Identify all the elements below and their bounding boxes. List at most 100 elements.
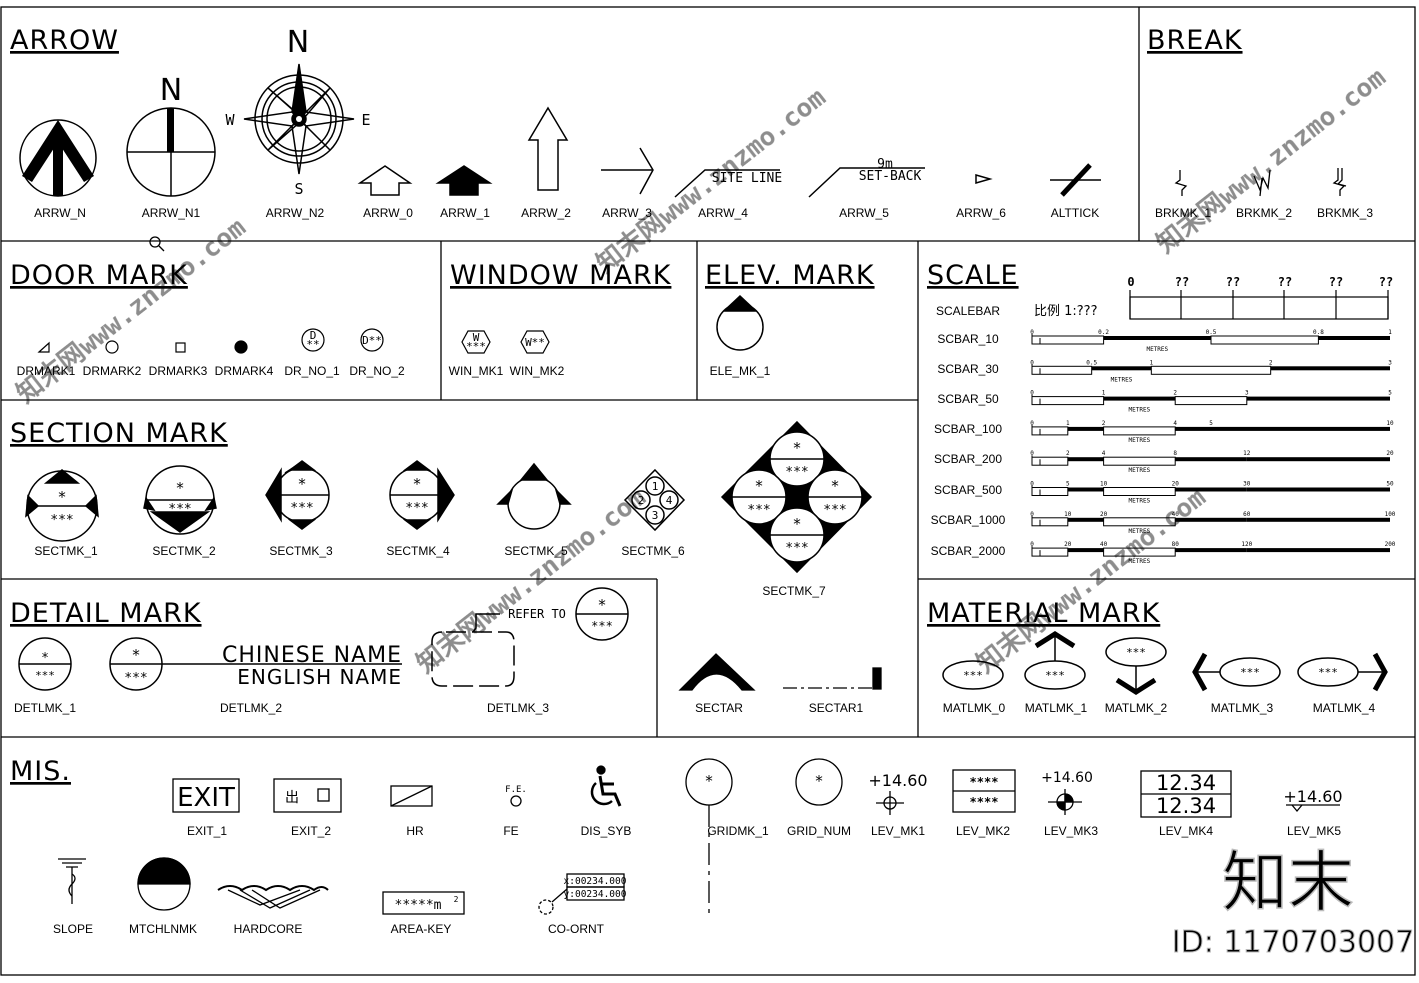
sect6-num-2: 2 <box>638 494 645 507</box>
section-symbols <box>25 420 873 574</box>
label-co-ornt: CO-ORNT <box>548 922 605 936</box>
scalebar-segment <box>1246 457 1390 462</box>
section-title-arrow: ARROW <box>10 25 119 56</box>
scalebar-segment <box>1067 457 1104 462</box>
label-lev-mk1: LEV_MK1 <box>871 824 925 838</box>
detl3-stars: *** <box>591 619 613 633</box>
scalebar-tick-label: 100 <box>1385 511 1396 518</box>
scalebar-tick-label: 20 <box>1100 511 1108 518</box>
scalebar-tick-label: 50 <box>1386 481 1394 488</box>
label-drmark1: DRMARK1 <box>17 364 76 378</box>
label-scbar-50: SCBAR_50 <box>937 392 999 406</box>
break-symbols <box>1174 168 1347 197</box>
material-texts: *** *** *** *** *** <box>963 646 1338 682</box>
label-sectar: SECTAR <box>695 701 743 715</box>
label-sectmk-6: SECTMK_6 <box>621 544 685 558</box>
scalebar-segment <box>1031 365 1093 375</box>
label-slope: SLOPE <box>53 922 93 936</box>
scalebar-tick-label: 200 <box>1385 541 1396 548</box>
label-win-mk1: WIN_MK1 <box>449 364 504 378</box>
detl2-english-name: ENGLISH NAME <box>237 665 402 689</box>
watermark-repeat-3: 知末网www.znzmo.com <box>1151 62 1391 259</box>
break-labels: BRKMK_1 BRKMK_2 BRKMK_3 <box>1155 206 1373 220</box>
detl3-star: * <box>597 596 606 614</box>
scalebar-tick-label: 40 <box>1172 511 1180 518</box>
label-detlmk-2: DETLMK_2 <box>220 701 282 715</box>
top-tick-5: ?? <box>1379 275 1393 289</box>
top-tick-4: ?? <box>1329 275 1343 289</box>
scalebar-subticks <box>1031 546 1041 557</box>
fe-text: F.E. <box>505 785 527 795</box>
watermark-repeat-2: 知末网www.znzmo.com <box>591 82 831 279</box>
scalebar-segment <box>1175 457 1247 462</box>
scalebar-segment <box>1246 396 1390 401</box>
sect4-star: * <box>412 475 421 493</box>
scalebar-top-ticks: 0 ?? ?? ?? ?? ?? <box>1127 275 1393 289</box>
arrow-symbols: N N W E S SITE LINE 9m SET-BACK <box>19 25 1101 198</box>
scalebar-tick-label: 20 <box>1386 450 1394 457</box>
compass-w: W <box>225 111 235 129</box>
scalebar-tick-label: 0.8 <box>1313 329 1324 336</box>
scalebar-subticks <box>1031 394 1041 405</box>
window-tag-w: W <box>473 331 480 344</box>
scalebar-tick-label: 20 <box>1172 481 1180 488</box>
matl4-stars: *** <box>1318 666 1338 679</box>
scalebar-tick-label: 2 <box>1173 390 1177 397</box>
scalebar-unit: METRES <box>1129 467 1151 474</box>
scalebar-unit: METRES <box>1129 528 1151 535</box>
scalebar-tick-label: 5 <box>1209 420 1213 427</box>
scalebar-tick-label: 0 <box>1030 359 1034 366</box>
scalebar-tick-label: 120 <box>1241 541 1252 548</box>
label-grid-num: GRID_NUM <box>787 824 851 838</box>
scalebar-tick-label: 5 <box>1388 390 1392 397</box>
detl1-stars: *** <box>35 669 55 682</box>
scalebar-tick-label: 0.5 <box>1206 329 1217 336</box>
scalebar-tick-label: 2 <box>1102 420 1106 427</box>
label-sectmk-7: SECTMK_7 <box>762 584 826 598</box>
scalebar-segment <box>1091 366 1152 371</box>
label-arrw-2: ARRW_2 <box>521 206 571 220</box>
scalebar-segment <box>1067 517 1104 522</box>
lev-mk5-value: +14.60 <box>1283 787 1342 806</box>
label-arrw-6: ARRW_6 <box>956 206 1006 220</box>
label-lev-mk2: LEV_MK2 <box>956 824 1010 838</box>
label-lev-mk4: LEV_MK4 <box>1159 824 1213 838</box>
top-tick-2: ?? <box>1226 275 1240 289</box>
sect7-left-star: * <box>754 477 763 495</box>
scalebar-segment <box>1031 487 1069 496</box>
detl1-star: * <box>41 651 49 666</box>
lev-mk4-bottom: 12.34 <box>1156 794 1216 818</box>
scalebar-segment <box>1031 396 1105 406</box>
scalebar-tick-label: 10 <box>1100 481 1108 488</box>
scalebar-tick-label: 2 <box>1269 359 1273 366</box>
matl2-stars: *** <box>1126 646 1146 659</box>
scalebar-tick-label: 5 <box>1066 481 1070 488</box>
label-scbar-10: SCBAR_10 <box>937 332 999 346</box>
scalebar-unit: METRES <box>1129 498 1151 505</box>
scalebar-segment <box>1031 426 1069 436</box>
scalebar-segment <box>1103 396 1176 401</box>
lev-mk2-bottom: **** <box>970 795 999 809</box>
label-lev-mk5: LEV_MK5 <box>1287 824 1341 838</box>
detail-symbols <box>18 587 629 691</box>
label-arrw-3: ARRW_3 <box>602 206 652 220</box>
label-matlmk-0: MATLMK_0 <box>943 701 1006 715</box>
scalebar-tick-label: 3 <box>1245 390 1249 397</box>
scalebar-tick-label: 0 <box>1030 450 1034 457</box>
watermark-id: ID: 1170703007 <box>1172 925 1414 960</box>
label-arrw-n2: ARRW_N2 <box>266 206 325 220</box>
label-drmark3: DRMARK3 <box>149 364 208 378</box>
label-brkmk-3: BRKMK_3 <box>1317 206 1373 220</box>
material-labels: MATLMK_0 MATLMK_1 MATLMK_2 MATLMK_3 MATL… <box>943 701 1376 715</box>
detail-labels: DETLMK_1 DETLMK_2 DETLMK_3 <box>14 701 549 715</box>
window-labels: WIN_MK1 WIN_MK2 <box>449 364 565 378</box>
scalebar-subticks <box>1031 424 1041 435</box>
scalebar-top <box>1129 290 1389 320</box>
mis-texts: EXIT 出 F.E. * * +14.60 **** **** +14.60 … <box>177 770 1343 913</box>
sect2-star: * <box>175 479 184 497</box>
arrow-labels: ARRW_N ARRW_N1 ARRW_N2 ARRW_0 ARRW_1 ARR… <box>34 206 1099 220</box>
sect2-stars: *** <box>168 502 191 517</box>
label-mtchlnmk: MTCHLNMK <box>129 922 197 936</box>
